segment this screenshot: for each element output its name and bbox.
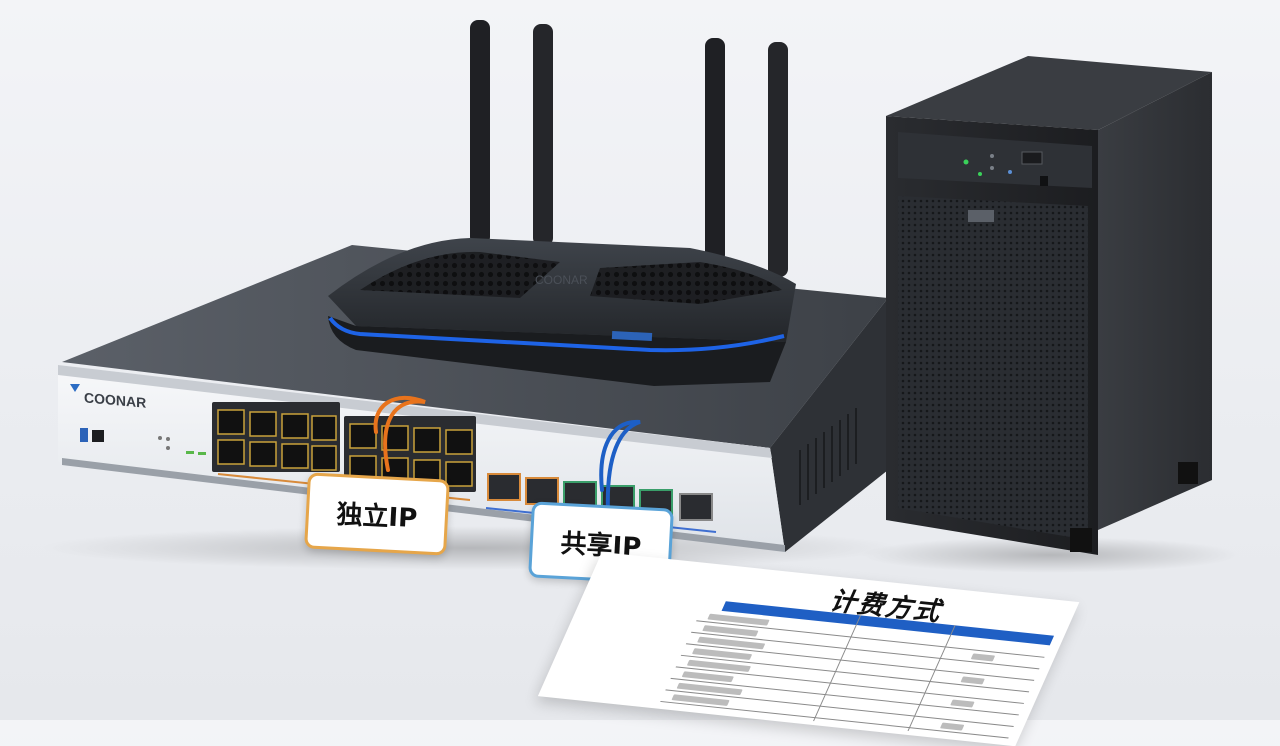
dedicated-ip-tag: 独立IP [304, 472, 450, 556]
server-badge [968, 210, 994, 222]
network-hardware-scene: COONAR [40, 20, 1240, 573]
sfp-port[interactable] [487, 473, 521, 501]
switch-side-vents [799, 408, 857, 505]
status-led [978, 172, 982, 176]
billing-cell-placeholder [950, 699, 975, 708]
shared-ip-cable [599, 419, 641, 514]
status-led [186, 451, 194, 454]
sfp-ports [487, 473, 713, 521]
antenna [470, 20, 490, 245]
usb-port[interactable] [80, 428, 88, 442]
switch-logo: COONAR [84, 389, 146, 410]
billing-cell-placeholder [939, 722, 965, 731]
antenna [533, 24, 553, 246]
ethernet-port[interactable] [217, 439, 245, 465]
router-badge-icon [611, 330, 653, 342]
status-led [198, 452, 206, 455]
wifi-router: COONAR [328, 20, 796, 386]
front-usb-port[interactable] [1021, 151, 1043, 165]
front-mesh-panel [898, 196, 1088, 540]
antenna [768, 42, 788, 277]
ethernet-port[interactable] [445, 461, 473, 487]
ethernet-port[interactable] [349, 423, 377, 449]
ethernet-port[interactable] [311, 415, 337, 441]
sfp-port[interactable] [525, 477, 559, 505]
console-port[interactable] [92, 430, 104, 442]
ethernet-port[interactable] [249, 441, 277, 467]
power-button[interactable] [1040, 176, 1048, 186]
router-logo: COONAR [535, 273, 588, 287]
tower-server [886, 56, 1212, 555]
antenna [705, 38, 725, 263]
chevron-shield-icon [70, 384, 80, 392]
ethernet-port[interactable] [445, 429, 473, 455]
ethernet-port[interactable] [413, 427, 441, 453]
sfp-port[interactable] [679, 493, 713, 521]
ethernet-port[interactable] [311, 445, 337, 471]
billing-cell-placeholder [970, 653, 996, 662]
dedicated-ip-label: 独立IP [335, 499, 418, 534]
power-led [963, 159, 969, 165]
ethernet-port[interactable] [281, 443, 309, 469]
billing-cell-placeholder [960, 676, 985, 685]
ethernet-port[interactable] [281, 413, 309, 439]
ethernet-port[interactable] [217, 409, 245, 435]
ethernet-port[interactable] [249, 411, 277, 437]
rj45-port-block-1 [212, 402, 340, 472]
dedicated-ip-cable [373, 395, 426, 472]
